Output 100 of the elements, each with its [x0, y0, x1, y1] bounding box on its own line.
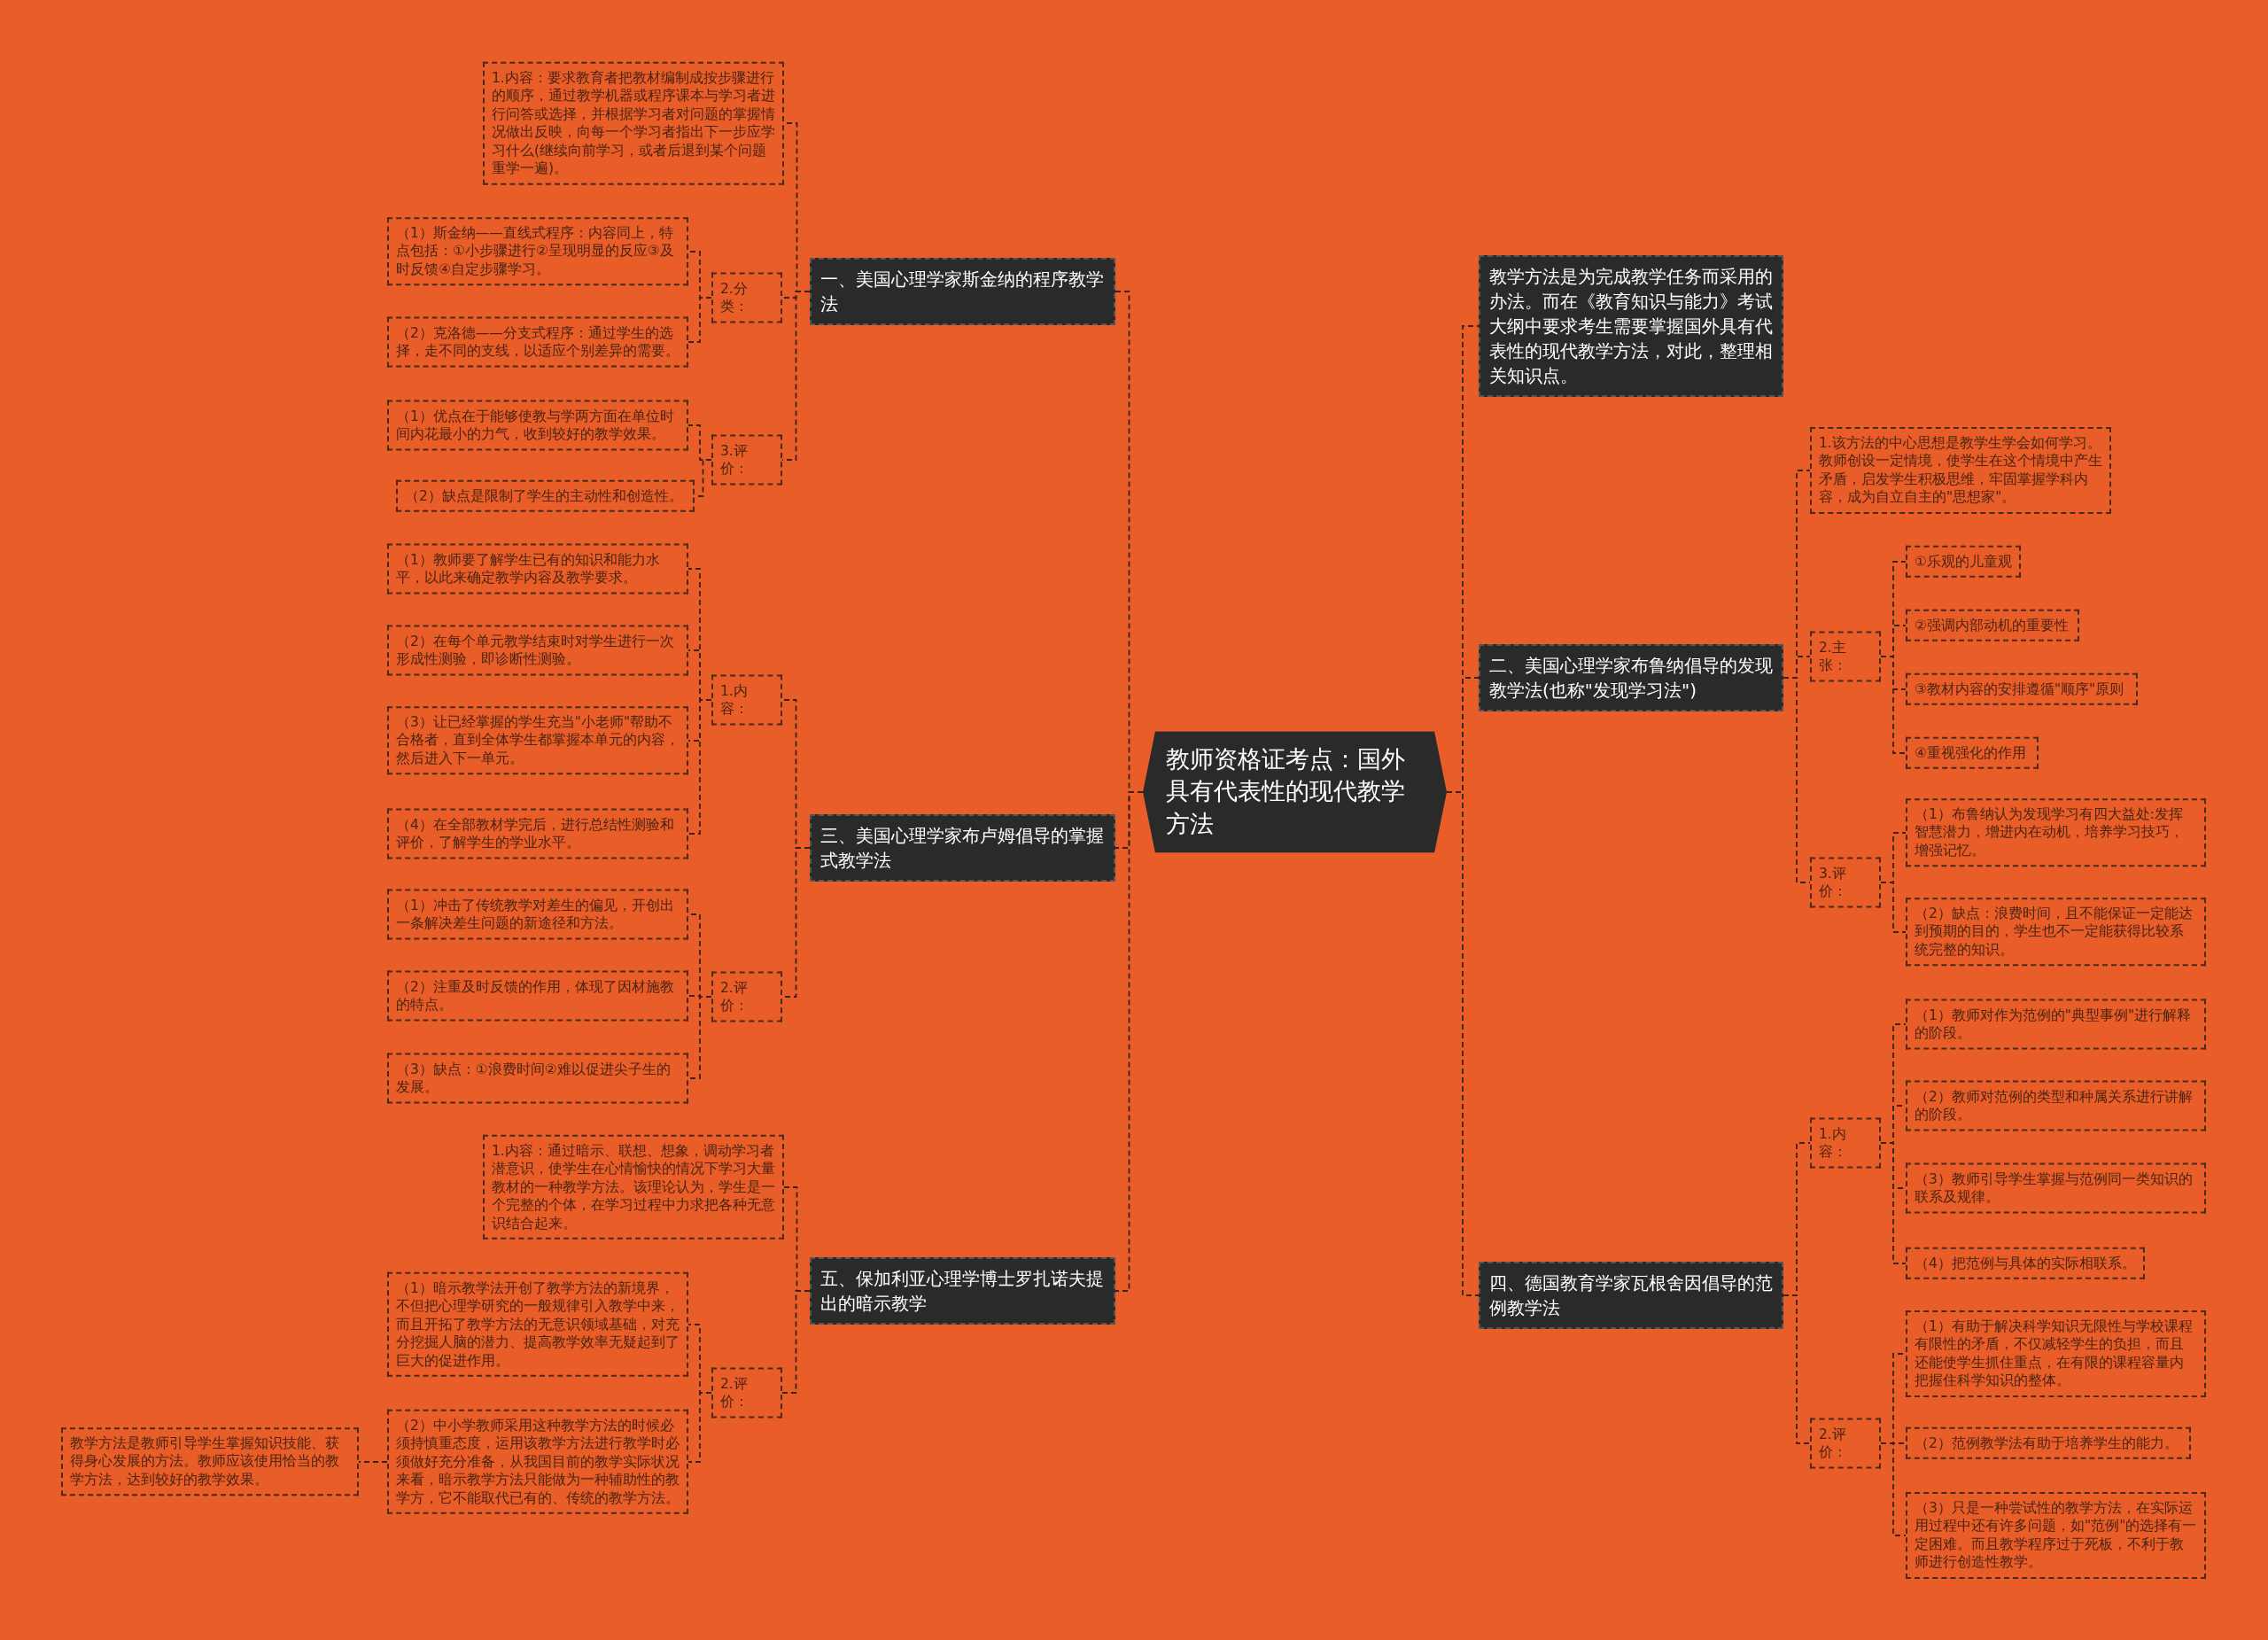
note-box — [1810, 427, 2111, 514]
connector-line — [781, 291, 811, 461]
note-text: 2.分类： — [720, 279, 750, 316]
note-text: 1.内容：要求教育者把教材编制成按步骤进行的顺序，通过教学机器或程序课本与学习者进行问答或选择，并根据学习者对问题的掌握情况做出反映，向每一个学习者指出下一步应学习什么(继续向前学习，或者后退到某个问题重学一遍)。 — [492, 68, 775, 178]
note-text: （1）教师对作为范例的"典型事例"进行解释的阶段。 — [1915, 1006, 2193, 1043]
note-box — [1906, 1426, 2191, 1460]
connector-line — [687, 699, 712, 835]
note-text: （2）注重及时反馈的作用，体现了因材施教的特点。 — [396, 977, 675, 1014]
note-box — [387, 316, 688, 368]
connector-line — [1783, 1294, 1811, 1444]
note-box — [387, 400, 688, 451]
branch-topic — [810, 258, 1115, 325]
note-text: （2）教师对范例的类型和种属关系进行讲解的阶段。 — [1915, 1087, 2194, 1124]
connector-line — [1880, 656, 1907, 754]
note-box — [387, 625, 688, 676]
connector-line — [781, 1290, 811, 1394]
note-text: 3.评价： — [1819, 864, 1848, 901]
connector-line — [1880, 1142, 1907, 1264]
note-box — [1906, 1310, 2206, 1397]
note-box — [1906, 1492, 2206, 1579]
note-box — [711, 434, 782, 486]
note-box — [711, 971, 782, 1022]
note-text: （2）克洛德——分支式程序：通过学生的选择，走不同的支线，以适应个别差异的需要。 — [396, 323, 680, 361]
note-box — [387, 217, 688, 286]
note-box — [483, 1134, 784, 1240]
connector-line — [687, 297, 712, 343]
connector-line — [1880, 1442, 1907, 1536]
note-text: （4）在全部教材学完后，进行总结性测验和评价，了解学生的学业水平。 — [396, 815, 675, 852]
topic-text: 教学方法是为完成教学任务而采用的办法。而在《教育知识与能力》考试大纲中要求考生需要掌握国外具有代表性的现代教学方法，对此，整理相关知识点。 — [1489, 265, 1773, 388]
branch-topic — [810, 814, 1115, 882]
note-box — [387, 1053, 688, 1104]
note-text: 2.主张： — [1819, 638, 1848, 675]
connector-line — [687, 1392, 712, 1463]
note-box — [1906, 545, 2021, 579]
note-text: （1）优点在于能够使教与学两方面在单位时间内花最小的力气，收到较好的教学效果。 — [396, 407, 675, 444]
note-box — [387, 889, 688, 940]
note-text: 2.评价： — [1819, 1425, 1848, 1462]
note-box — [387, 1409, 688, 1515]
note-text: （2）缺点是限制了学生的主动性和创造性。 — [405, 486, 684, 506]
note-box — [1906, 898, 2206, 967]
note-box — [387, 808, 688, 859]
topic-text: 二、美国心理学家布鲁纳倡导的发现教学法(也称"发现学习法") — [1489, 654, 1773, 703]
note-text: 2.评价： — [720, 978, 750, 1015]
note-box — [387, 970, 688, 1022]
note-box — [711, 1367, 782, 1418]
note-box — [1810, 1418, 1881, 1469]
connector-line — [1783, 677, 1811, 883]
note-box — [396, 479, 695, 513]
note-text: （1）有助于解决科学知识无限性与学校课程有限性的矛盾，不仅减轻学生的负担，而且还能使学生抓住重点，在有限的课程容量内把握住科学知识的整体。 — [1915, 1317, 2194, 1390]
note-box — [1810, 857, 1881, 908]
note-text: 1.该方法的中心思想是教学生学会如何学习。教师创设一定情境，使学生在这个情境中产生矛盾，启发学生积极思维，牢固掌握学科内容，成为自立自主的"思想家"。 — [1819, 434, 2102, 507]
note-box — [1906, 1247, 2145, 1280]
branch-topic — [1479, 255, 1783, 397]
note-text: （3）只是一种尝试性的教学方法，在实际运用过程中还有许多问题，如"范例"的选择有一定困难。而且教学程序过于死板，不利于教师进行创造性教学。 — [1915, 1499, 2197, 1572]
note-text: 1.内容： — [1819, 1124, 1848, 1162]
note-text: （3）教师引导学生掌握与范例同一类知识的联系及规律。 — [1915, 1170, 2194, 1207]
note-text: ②强调内部动机的重要性 — [1915, 616, 2070, 635]
note-text: ③教材内容的安排遵循"顺序"原则 — [1915, 680, 2125, 699]
note-box — [1906, 1162, 2206, 1214]
topic-text: 教师资格证考点：国外具有代表性的现代教学方法 — [1166, 744, 1406, 840]
note-box — [387, 543, 688, 595]
note-text: 3.评价： — [720, 441, 750, 478]
note-box — [61, 1427, 359, 1496]
note-box — [711, 272, 782, 323]
note-text: 2.评价： — [720, 1374, 750, 1411]
note-text: （4）把范例与具体的实际相联系。 — [1915, 1254, 2136, 1273]
note-text: 1.内容：通过暗示、联想、想象，调动学习者潜意识，使学生在心情愉快的情况下学习大量教材的一种教学方法。该理论认为，学生是一个完整的个体，在学习过程中力求把各种无意识结合起来。 — [492, 1141, 775, 1233]
topic-text: 四、德国教育学家瓦根舍因倡导的范例教学法 — [1489, 1271, 1773, 1320]
connector-line — [687, 996, 712, 1079]
branch-topic — [810, 1257, 1115, 1325]
note-box — [1810, 631, 1881, 682]
note-text: （3）缺点：①浪费时间②难以促进尖子生的发展。 — [396, 1060, 672, 1097]
note-text: ④重视强化的作用 — [1915, 743, 2027, 763]
note-text: ①乐观的儿童观 — [1915, 552, 2012, 571]
note-text: （2）在每个单元教学结束时对学生进行一次形成性测验，即诊断性测验。 — [396, 632, 675, 669]
topic-text: 五、保加利亚心理学博士罗扎诺夫提出的暗示教学 — [820, 1267, 1105, 1316]
note-box — [1810, 1117, 1881, 1169]
note-text: 1.内容： — [720, 681, 750, 719]
topic-text: 三、美国心理学家布卢姆倡导的掌握式教学法 — [820, 824, 1105, 873]
note-text: （2）缺点：浪费时间，且不能保证一定能达到预期的目的，学生也不一定能获得比较系统完整的知识。 — [1915, 905, 2194, 960]
note-box — [711, 674, 782, 726]
branch-topic — [1479, 644, 1783, 711]
note-box — [1906, 672, 2138, 706]
note-text: （2）范例教学法有助于培养学生的能力。 — [1915, 1434, 2179, 1453]
connector-line — [1880, 882, 1907, 933]
note-text: （3）让已经掌握的学生充当"小老师"帮助不合格者，直到全体学生都掌握本单元的内容，然后进入下一单元。 — [396, 713, 680, 768]
branch-topic — [1479, 1262, 1783, 1329]
topic-text: 一、美国心理学家斯金纳的程序教学法 — [820, 268, 1105, 316]
note-text: （1）教师要了解学生已有的知识和能力水平，以此来确定教学内容及教学要求。 — [396, 550, 661, 587]
note-box — [1906, 999, 2206, 1050]
note-text: （1）斯金纳——直线式程序：内容同上，特点包括：①小步骤进行②呈现明显的反应③及时反馈④自定步骤学习。 — [396, 224, 675, 279]
note-box — [387, 1271, 688, 1378]
note-box — [483, 61, 784, 185]
note-box — [1906, 609, 2079, 642]
connector-line — [358, 1461, 388, 1463]
note-box — [1906, 798, 2206, 867]
note-text: （1）暗示教学法开创了教学方法的新境界，不但把心理学研究的一般规律引入教学中来，而且开拓了教学方法的无意识领域基础，对充分挖掘人脑的潜力、提高教学效率无疑起到了巨大的促进作用。 — [396, 1279, 680, 1371]
note-text: （2）中小学教师采用这种教学方法的时候必须持慎重态度，运用该教学方法进行教学时必须做好充分准备，从我国目前的教学实际状况来看，暗示教学方法只能做为一种辅助性的教学方，它不能取代已有的、传统的教学方法。 — [396, 1416, 680, 1508]
note-box — [387, 706, 688, 775]
note-text: （1）冲击了传统教学对差生的偏见，开创出一条解决差生问题的新途径和方法。 — [396, 896, 675, 933]
